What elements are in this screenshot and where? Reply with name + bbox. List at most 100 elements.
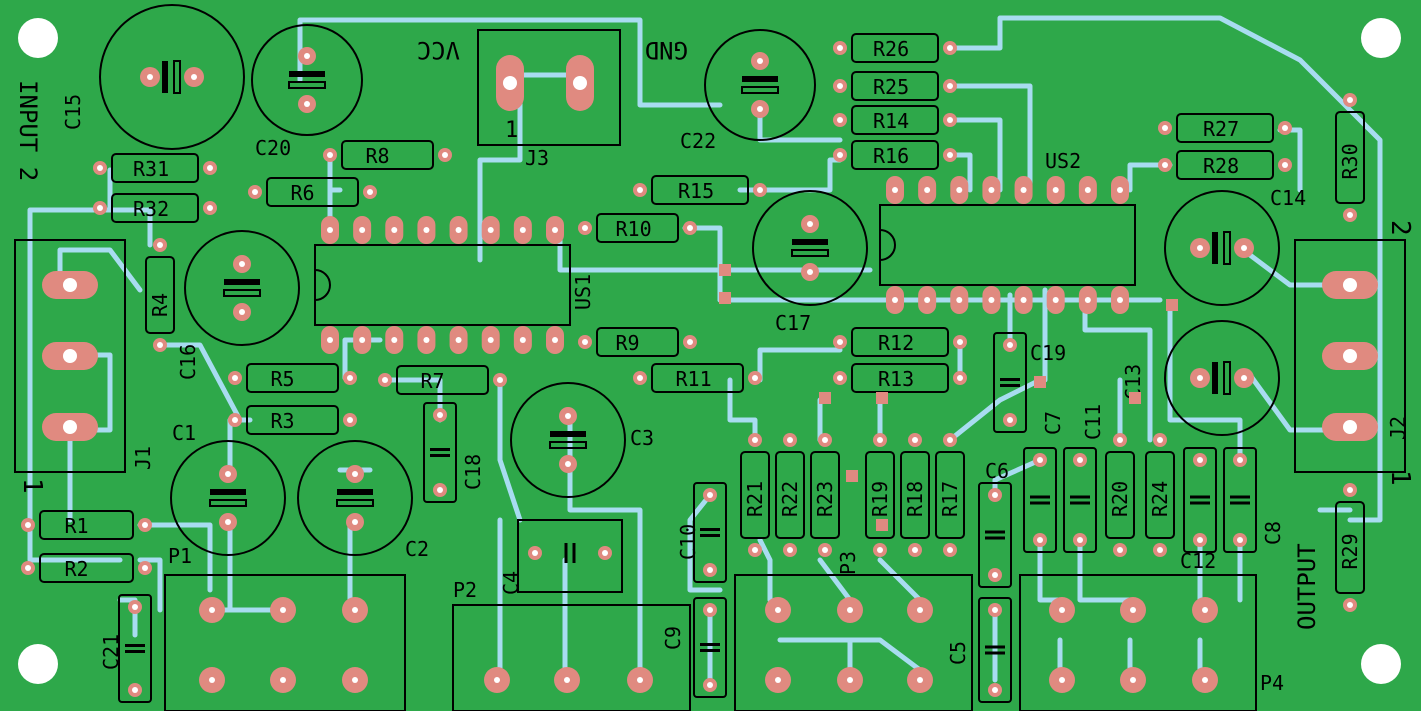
resistor-r30-label: R30	[1338, 143, 1362, 179]
drill-hole	[1237, 457, 1243, 463]
drill-hole	[1037, 537, 1043, 543]
drill-hole	[1130, 607, 1136, 613]
drill-hole	[807, 221, 813, 227]
resistor-r28-body	[1176, 150, 1274, 180]
drill-hole	[1202, 677, 1208, 683]
connector-j2-outline	[1294, 239, 1406, 473]
drill-hole	[1202, 607, 1208, 613]
connector-j3-outline	[477, 29, 621, 146]
drill-hole	[947, 437, 953, 443]
pot-p2-outline	[452, 604, 691, 711]
capacitor-c7-label: C7	[1041, 411, 1065, 435]
capacitor-c10-label: C10	[676, 524, 700, 560]
drill-hole	[1241, 375, 1247, 381]
drill-hole	[775, 607, 781, 613]
resistor-r11-label: R11	[676, 367, 712, 391]
drill-hole	[1237, 537, 1243, 543]
drill-hole	[1157, 437, 1163, 443]
copper-trace	[817, 557, 853, 603]
drill-hole	[1347, 602, 1353, 608]
drill-hole	[442, 152, 448, 158]
drill-hole	[1197, 457, 1203, 463]
drill-hole	[912, 437, 918, 443]
capacitor-c3-label: C3	[630, 426, 654, 450]
drill-hole	[519, 227, 526, 233]
drill-hole	[352, 607, 358, 613]
resistor-r3-body	[246, 405, 339, 435]
drill-hole	[1020, 187, 1027, 193]
copper-trace	[1037, 537, 1063, 603]
drill-hole	[947, 117, 953, 123]
resistor-r28-label: R28	[1203, 154, 1239, 178]
capacitor-c5-outline	[978, 597, 1012, 703]
resistor-r22-body	[775, 451, 805, 539]
copper-trace	[137, 557, 163, 613]
capacitor-plate	[1212, 232, 1218, 264]
pot-p1-label: P1	[168, 544, 192, 568]
resistor-r16-label: R16	[873, 144, 909, 168]
drill-hole	[503, 76, 517, 90]
drill-hole	[707, 607, 713, 613]
capacitor-c19-label: C19	[1030, 341, 1066, 365]
capacitor-plate	[209, 499, 247, 507]
capacitor-plate	[288, 81, 326, 89]
drill-hole	[487, 337, 494, 343]
capacitor-c18-outline	[423, 402, 457, 503]
via-pad	[719, 264, 731, 276]
copper-trace	[1127, 162, 1173, 193]
silkscreen-labels: VCC GND INPUT 2 OUTPUT 2 1 1 1	[14, 36, 1415, 630]
resistor-r5-label: R5	[271, 367, 295, 391]
via-pad	[876, 392, 888, 404]
drill-hole	[382, 377, 388, 383]
drill-hole	[837, 152, 843, 158]
capacitor-c17-label: C17	[775, 311, 811, 335]
drill-hole	[707, 567, 713, 573]
drill-hole	[532, 550, 538, 556]
capacitor-plate	[791, 249, 829, 257]
resistor-r4-label: R4	[148, 293, 172, 317]
resistor-r10-label: R10	[616, 217, 652, 241]
ic-us2-body	[879, 204, 1136, 286]
drill-hole	[225, 471, 231, 477]
drill-hole	[25, 522, 31, 528]
drill-hole	[455, 337, 462, 343]
drill-hole	[391, 337, 398, 343]
vcc-label: VCC	[417, 36, 460, 64]
drill-hole	[519, 337, 526, 343]
drill-hole	[494, 677, 500, 683]
drill-hole	[252, 189, 258, 195]
resistor-r9-body	[596, 327, 679, 357]
resistor-r2-label: R2	[65, 557, 89, 581]
drill-hole	[707, 682, 713, 688]
drill-hole	[582, 225, 588, 231]
drill-hole	[992, 572, 998, 578]
drill-hole	[209, 677, 215, 683]
resistor-r14-body	[851, 105, 939, 135]
drill-hole	[1282, 125, 1288, 131]
drill-hole	[423, 337, 430, 343]
resistor-r12-label: R12	[878, 331, 914, 355]
capacitor-plate	[741, 86, 779, 94]
input-label: INPUT 2	[14, 80, 42, 181]
resistor-r23-body	[810, 451, 840, 539]
drill-hole	[957, 375, 963, 381]
drill-hole	[280, 607, 286, 613]
drill-hole	[917, 607, 923, 613]
copper-trace	[757, 347, 843, 383]
drill-hole	[207, 165, 213, 171]
capacitor-c7-outline	[1023, 447, 1057, 553]
drill-hole	[892, 187, 898, 193]
drill-hole	[787, 437, 793, 443]
drill-hole	[837, 117, 843, 123]
resistor-r27-label: R27	[1203, 117, 1239, 141]
drill-hole	[157, 342, 163, 348]
resistor-r21-label: R21	[743, 481, 767, 517]
resistor-r1-body	[39, 510, 134, 540]
capacitor-c22-outline	[704, 29, 816, 141]
drill-hole	[359, 337, 366, 343]
resistor-r6-label: R6	[291, 181, 315, 205]
drill-hole	[687, 225, 693, 231]
drill-hole	[1007, 342, 1013, 348]
capacitor-plate	[223, 289, 261, 297]
